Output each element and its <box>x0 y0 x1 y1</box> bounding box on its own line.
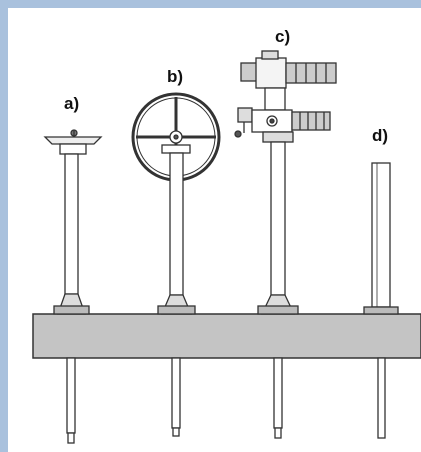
label-a: a) <box>64 94 79 113</box>
label-b: b) <box>167 67 183 86</box>
column-a <box>43 129 103 444</box>
electric-actuator-icon <box>234 50 337 138</box>
concrete-slab <box>32 313 421 359</box>
small-handwheel-icon <box>43 136 103 145</box>
label-d: d) <box>372 126 388 145</box>
column-b <box>131 92 221 437</box>
protection-tube <box>371 162 391 308</box>
column-d <box>363 162 399 439</box>
column-c <box>234 50 337 439</box>
label-c: c) <box>275 27 290 46</box>
